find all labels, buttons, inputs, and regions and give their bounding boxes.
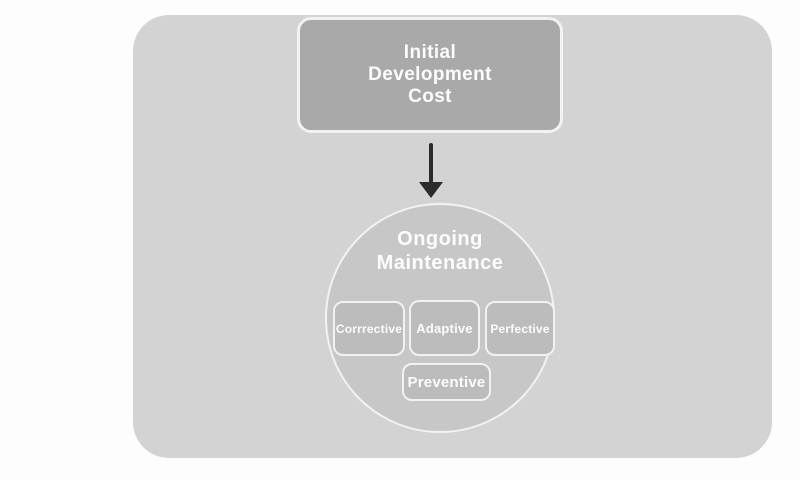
perfective-maintenance-chip: Perfective: [485, 301, 555, 356]
down-arrow-head: [419, 182, 443, 198]
circle-title: Ongoing Maintenance: [327, 227, 553, 275]
node-line-3: Cost: [408, 86, 452, 107]
circle-title-line-1: Ongoing: [397, 228, 483, 250]
preventive-maintenance-chip: Preventive: [402, 363, 491, 401]
node-line-2: Development: [368, 64, 492, 85]
ongoing-maintenance-circle: Ongoing Maintenance Corrrective Adaptive…: [325, 203, 555, 433]
node-line-1: Initial: [403, 42, 457, 63]
circle-title-line-2: Maintenance: [376, 252, 504, 274]
corrective-maintenance-chip: Corrrective: [333, 301, 405, 356]
down-arrow-stem: [429, 143, 433, 183]
diagram-canvas: Initial Development Cost Ongoing Mainten…: [133, 15, 772, 458]
adaptive-maintenance-chip: Adaptive: [409, 300, 480, 356]
initial-development-cost-node: Initial Development Cost: [297, 17, 563, 133]
